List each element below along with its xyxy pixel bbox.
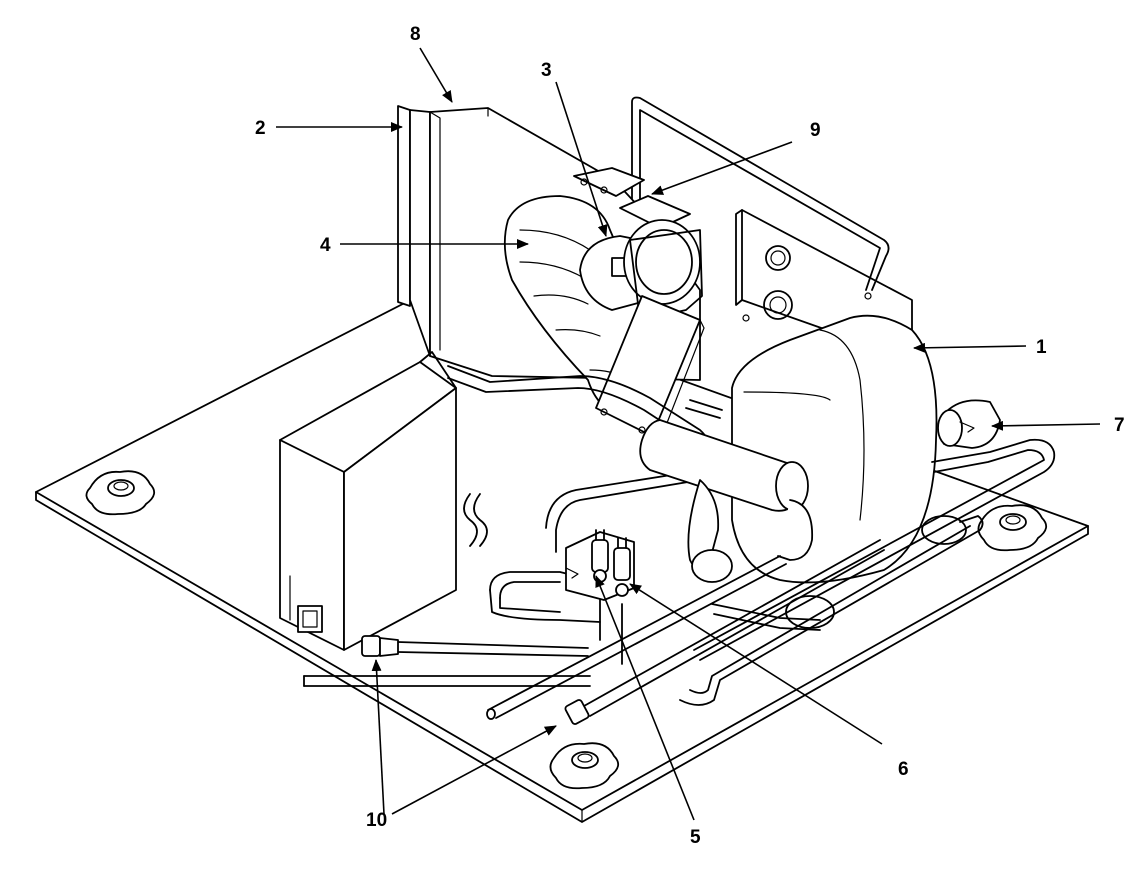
callout-9: 9 xyxy=(810,120,821,141)
fan-motor-bracket xyxy=(573,167,691,229)
callout-2: 2 xyxy=(255,118,266,139)
electrical-box xyxy=(279,351,457,651)
discharge-tube-loop xyxy=(631,96,890,291)
compressor xyxy=(639,314,967,629)
callout-8: 8 xyxy=(410,24,421,45)
leader-9 xyxy=(651,141,793,195)
leader-3 xyxy=(555,81,608,237)
leader-7 xyxy=(991,420,1101,431)
leader-10b xyxy=(391,725,557,815)
callout-3: 3 xyxy=(541,60,552,81)
leader-6 xyxy=(629,583,883,745)
leader-10a xyxy=(371,659,385,815)
callout-7: 7 xyxy=(1114,415,1125,436)
callout-5: 5 xyxy=(690,827,701,848)
callout-10: 10 xyxy=(366,810,387,831)
leader-8 xyxy=(419,47,453,103)
callout-4: 4 xyxy=(320,235,331,256)
drier xyxy=(693,399,1056,661)
base-plate xyxy=(35,289,1089,823)
callout-1: 1 xyxy=(1036,337,1047,358)
callout-labels: 1 2 3 4 5 6 7 8 9 10 xyxy=(255,24,1125,848)
callout-6: 6 xyxy=(898,759,909,780)
leader-5 xyxy=(595,575,695,821)
leader-1 xyxy=(913,342,1027,353)
tube-fittings xyxy=(303,539,885,725)
fan-motor xyxy=(579,219,705,447)
mounting-foot-left xyxy=(85,470,156,516)
mounting-foot-front xyxy=(549,742,620,790)
leader-lines xyxy=(276,47,1101,821)
mounting-foot-right xyxy=(977,504,1048,552)
liquid-line-loop xyxy=(489,515,984,706)
